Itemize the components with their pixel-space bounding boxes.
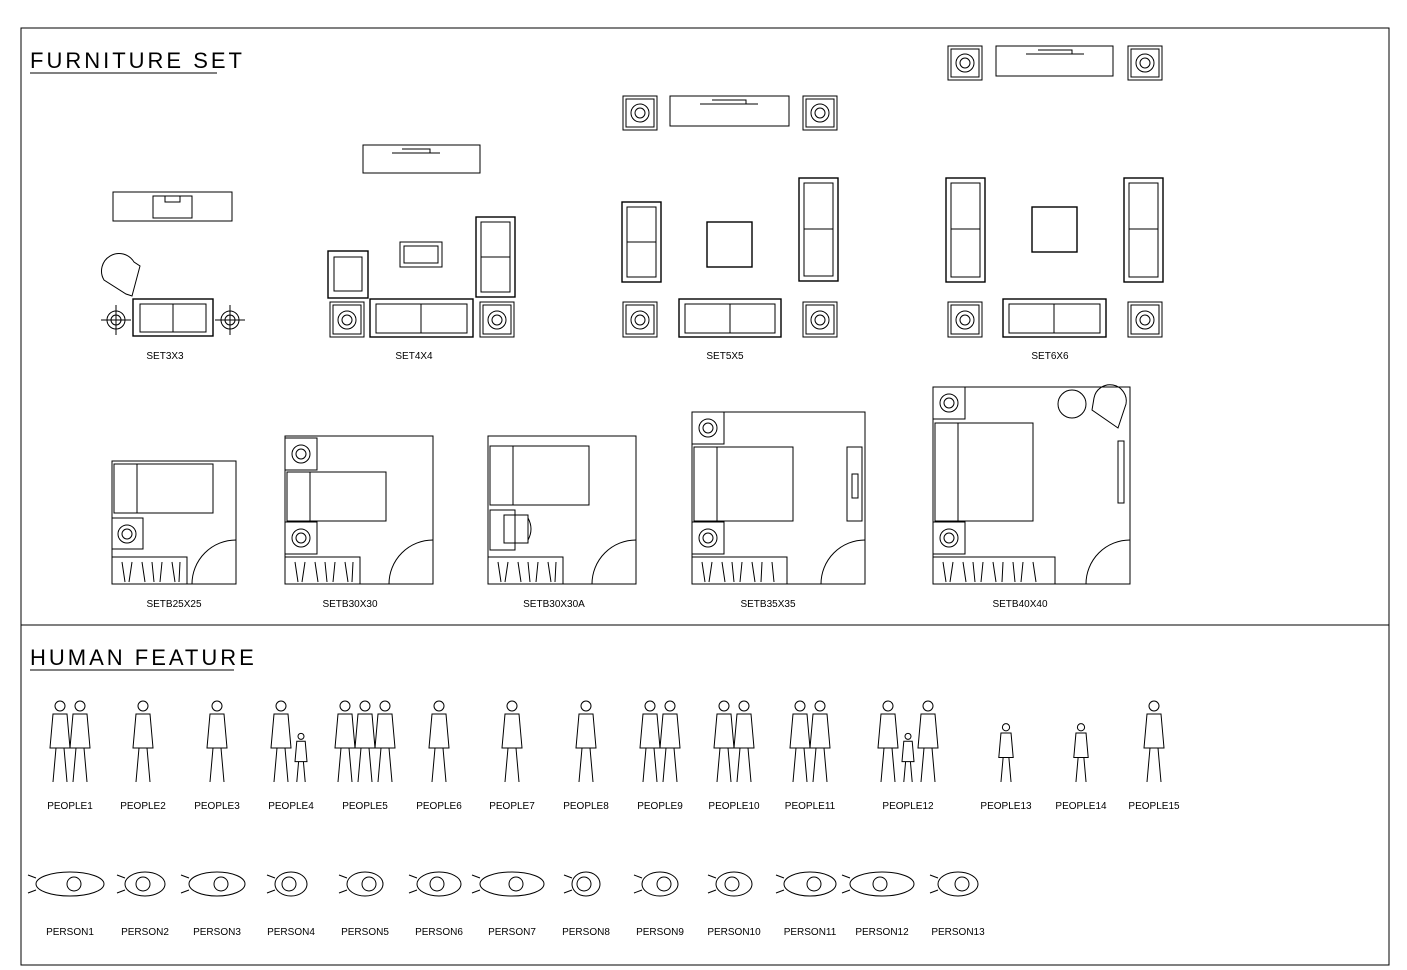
people-figure (713, 700, 755, 783)
people-figure (501, 700, 523, 783)
people-figure (1143, 700, 1165, 783)
people-figure (49, 700, 91, 783)
people-label: PEOPLE11 (785, 801, 836, 812)
people-figure (1073, 723, 1089, 783)
person-label: PERSON7 (488, 927, 536, 938)
set-label: SETB35X35 (740, 599, 795, 610)
furniture-section-title: FURNITURE SET (30, 48, 245, 73)
person-plan-figure (471, 871, 545, 897)
people-label: PEOPLE4 (268, 801, 314, 812)
person-plan-figure (775, 871, 837, 897)
person-label: PERSON2 (121, 927, 169, 938)
people-figure (206, 700, 228, 783)
people-label: PEOPLE9 (637, 801, 683, 812)
people-figure (998, 723, 1014, 783)
people-label: PEOPLE5 (342, 801, 388, 812)
set-label: SET5X5 (706, 351, 744, 362)
person-label: PERSON8 (562, 927, 610, 938)
person-plan-figure (266, 871, 308, 897)
people-figure (334, 700, 396, 783)
person-plan-figure (116, 871, 166, 897)
setb-40x40 (932, 384, 1131, 585)
person-label: PERSON3 (193, 927, 241, 938)
set-label: SET3X3 (146, 351, 184, 362)
people-label: PEOPLE3 (194, 801, 240, 812)
set-label: SETB40X40 (992, 599, 1047, 610)
person-label: PERSON1 (46, 927, 94, 938)
people-label: PEOPLE10 (708, 801, 760, 812)
people-label: PEOPLE7 (489, 801, 535, 812)
people-figure (877, 700, 939, 783)
people-label: PEOPLE2 (120, 801, 166, 812)
people-label: PEOPLE12 (882, 801, 934, 812)
set-label: SET4X4 (395, 351, 433, 362)
people-figure (132, 700, 154, 783)
person-label: PERSON4 (267, 927, 315, 938)
people-label: PEOPLE8 (563, 801, 609, 812)
person-label: PERSON12 (855, 927, 909, 938)
person-plan-figure (408, 871, 462, 897)
setb-30x30 (284, 435, 434, 585)
setb-35x35 (691, 411, 866, 585)
setb-30x30a (487, 435, 637, 585)
set-label: SETB30X30 (322, 599, 377, 610)
person-label: PERSON9 (636, 927, 684, 938)
person-label: PERSON11 (784, 927, 837, 938)
people-figure (428, 700, 450, 783)
person-plan-figure (563, 871, 601, 897)
people-label: PEOPLE14 (1055, 801, 1107, 812)
sheet-border (20, 27, 1390, 966)
people-figure (575, 700, 597, 783)
people-label: PEOPLE15 (1128, 801, 1180, 812)
person-plan-figure (633, 871, 679, 897)
people-label: PEOPLE13 (980, 801, 1032, 812)
person-plan-figure (929, 871, 979, 897)
set-4x4 (327, 144, 516, 338)
person-plan-figure (707, 871, 753, 897)
person-label: PERSON6 (415, 927, 463, 938)
people-label: PEOPLE1 (47, 801, 93, 812)
set-6x6 (945, 45, 1164, 338)
person-label: PERSON5 (341, 927, 389, 938)
people-figure (270, 700, 308, 783)
set-label: SET6X6 (1031, 351, 1069, 362)
person-plan-figure (338, 871, 384, 897)
people-elevation-figures (49, 700, 1165, 783)
person-label: PERSON10 (707, 927, 761, 938)
person-label: PERSON13 (931, 927, 985, 938)
people-labels: PEOPLE1 PEOPLE2 PEOPLE3 PEOPLE4 PEOPLE5 PEOPL… (47, 801, 1180, 812)
people-figure (789, 700, 831, 783)
set-3x3 (101, 191, 245, 337)
set-label: SETB30X30A (523, 599, 585, 610)
setb-25x25 (111, 460, 237, 585)
person-plan-figures (27, 871, 979, 897)
people-label: PEOPLE6 (416, 801, 462, 812)
set-label: SETB25X25 (146, 599, 201, 610)
set-5x5 (621, 95, 839, 338)
person-plan-figure (27, 871, 105, 897)
people-figure (639, 700, 681, 783)
person-labels: PERSON1 PERSON2 PERSON3 PERSON4 PERSON5 PERSO… (46, 927, 985, 938)
human-section-title: HUMAN FEATURE (30, 645, 257, 670)
person-plan-figure (180, 871, 246, 897)
person-plan-figure (841, 871, 915, 897)
